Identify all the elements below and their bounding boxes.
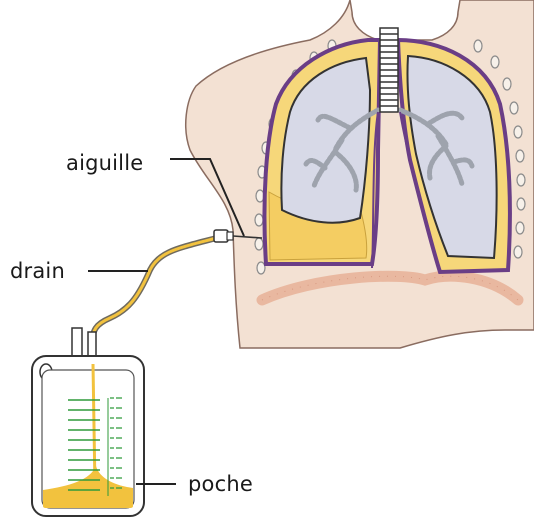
- drain-tube-fluid: [92, 236, 224, 345]
- drain-label: drain: [10, 259, 65, 283]
- needle-label: aiguille: [66, 151, 143, 175]
- bag-label: poche: [188, 472, 253, 496]
- trachea-icon: [380, 28, 398, 112]
- drainage-bag: [32, 328, 144, 516]
- drain-tube: [92, 236, 224, 345]
